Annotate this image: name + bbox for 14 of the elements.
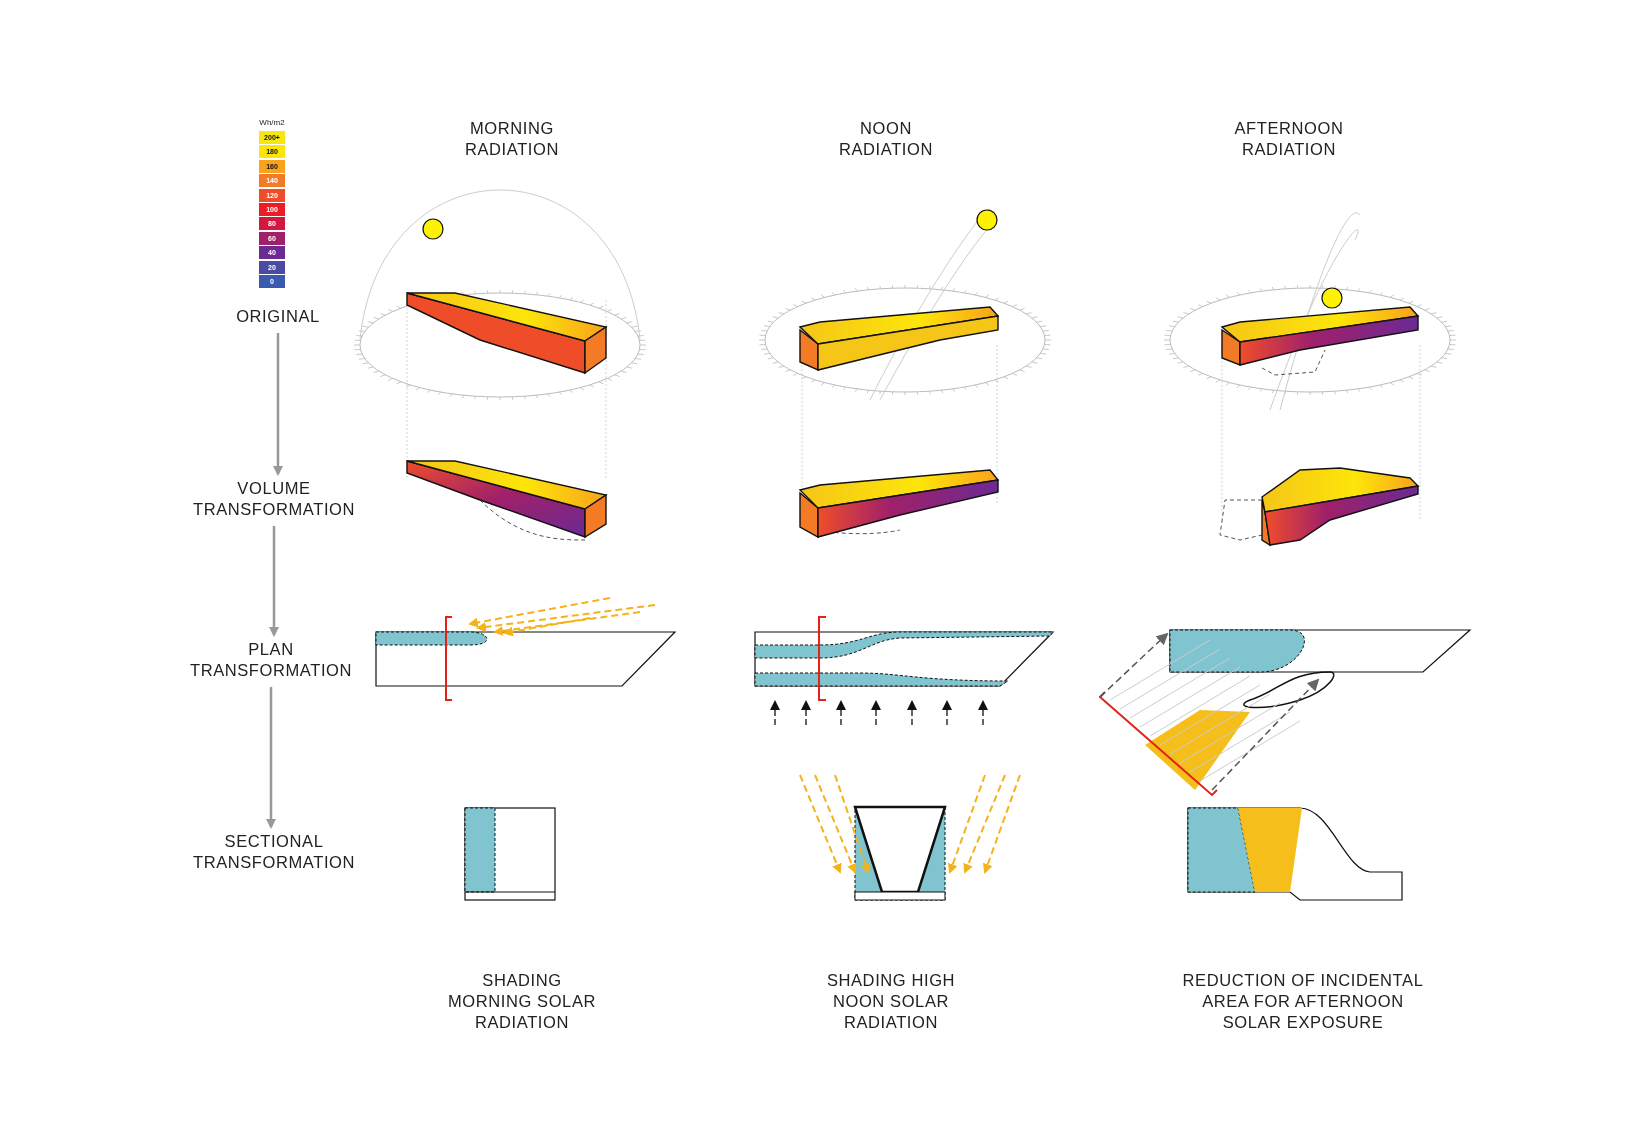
unit-label: Wh/m2 [258,118,286,128]
arrow [273,333,283,476]
column-heading: AFTERNOON RADIATION [1233,118,1345,160]
step-label: SECTIONAL TRANSFORMATION [184,831,364,873]
caption: REDUCTION OF INCIDENTAL AREA FOR AFTERNOON SOLAR EXPOSURE [1181,970,1425,1033]
caption: SHADING MORNING SOLAR RADIATION [447,970,597,1033]
step-label: VOLUME TRANSFORMATION [184,478,364,520]
step-label: ORIGINAL [208,306,348,327]
step-label: PLAN TRANSFORMATION [181,639,361,681]
column-heading: MORNING RADIATION [464,118,560,160]
column-heading: NOON RADIATION [838,118,934,160]
arrow [269,526,279,637]
caption: SHADING HIGH NOON SOLAR RADIATION [825,970,957,1033]
arrow [266,687,276,829]
